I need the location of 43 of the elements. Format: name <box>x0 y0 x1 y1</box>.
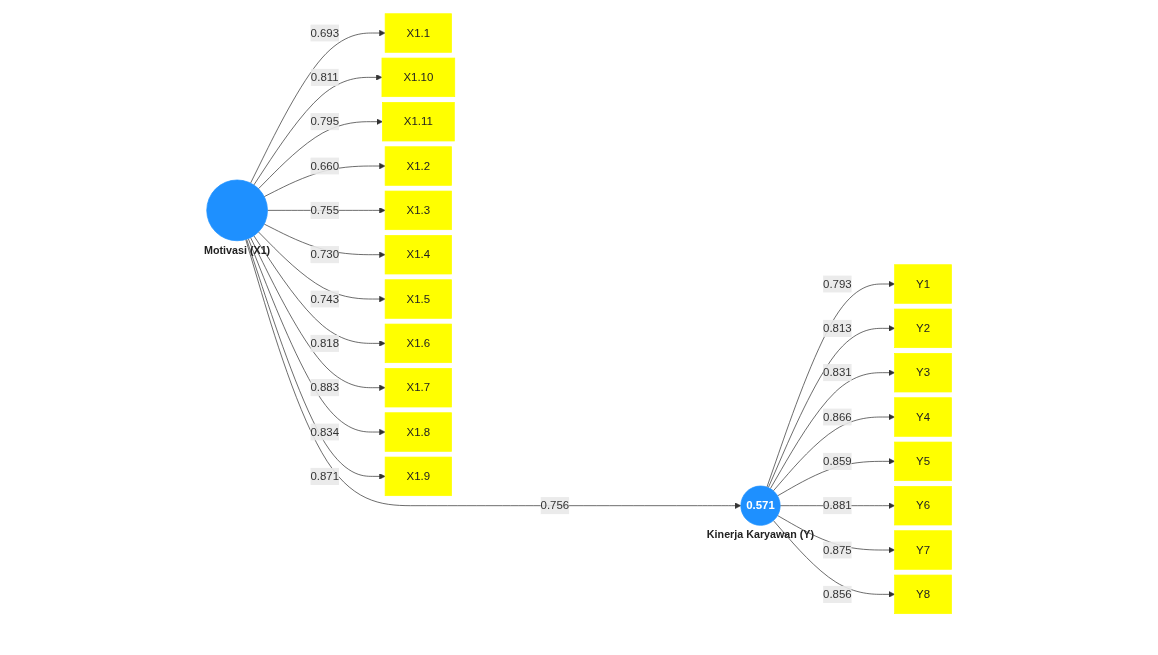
node-box: X1.5 <box>384 278 452 319</box>
node-box: X1.6 <box>384 323 452 363</box>
edge-label: 0.693 <box>310 26 339 39</box>
edge-label: 0.793 <box>822 277 852 290</box>
node-box: X1.1 <box>384 12 452 53</box>
node-box: Y1 <box>894 263 952 304</box>
node-box: X1.4 <box>384 234 452 274</box>
node-box: X1.3 <box>384 190 452 230</box>
node-box: X1.8 <box>384 411 452 452</box>
edge-label: 0.875 <box>822 543 852 556</box>
node-box: X1.10 <box>381 57 455 97</box>
node-box: Y5 <box>894 441 952 481</box>
edge-label: 0.859 <box>822 454 852 467</box>
construct-name: Kinerja Karyawan (Y) <box>706 527 814 540</box>
node-box: Y3 <box>894 352 952 392</box>
edge-label: 0.856 <box>822 587 852 600</box>
node-box: Y7 <box>894 529 952 570</box>
edge-label: 0.660 <box>310 159 339 172</box>
construct-name: Motivasi (X1) <box>203 243 271 256</box>
edge-label: 0.866 <box>822 410 852 423</box>
node-box: Y4 <box>894 396 952 437</box>
edge-label: 0.811 <box>310 70 339 83</box>
node-box: X1.11 <box>381 101 455 141</box>
edge-label: 0.795 <box>310 114 339 127</box>
node-circle <box>206 179 268 241</box>
edge-label: 0.743 <box>310 292 339 305</box>
node-box: Y2 <box>894 308 952 348</box>
edge-label: 0.813 <box>822 321 852 334</box>
edge-label: 0.756 <box>540 498 570 511</box>
node-box: X1.7 <box>384 367 452 407</box>
edge-label: 0.730 <box>310 247 339 260</box>
edge-label: 0.881 <box>822 498 852 511</box>
edge-label: 0.818 <box>310 336 339 349</box>
node-box: Y6 <box>894 485 952 525</box>
node-box: X1.2 <box>384 145 452 186</box>
edge-label: 0.755 <box>310 203 339 216</box>
node-box: Y8 <box>894 574 952 614</box>
edge-label: 0.831 <box>822 365 852 378</box>
edge-label: 0.834 <box>310 425 339 438</box>
node-circle: 0.571 <box>740 485 781 526</box>
edge-label: 0.883 <box>310 380 339 393</box>
node-box: X1.9 <box>384 456 452 496</box>
edge-label: 0.871 <box>310 469 339 482</box>
